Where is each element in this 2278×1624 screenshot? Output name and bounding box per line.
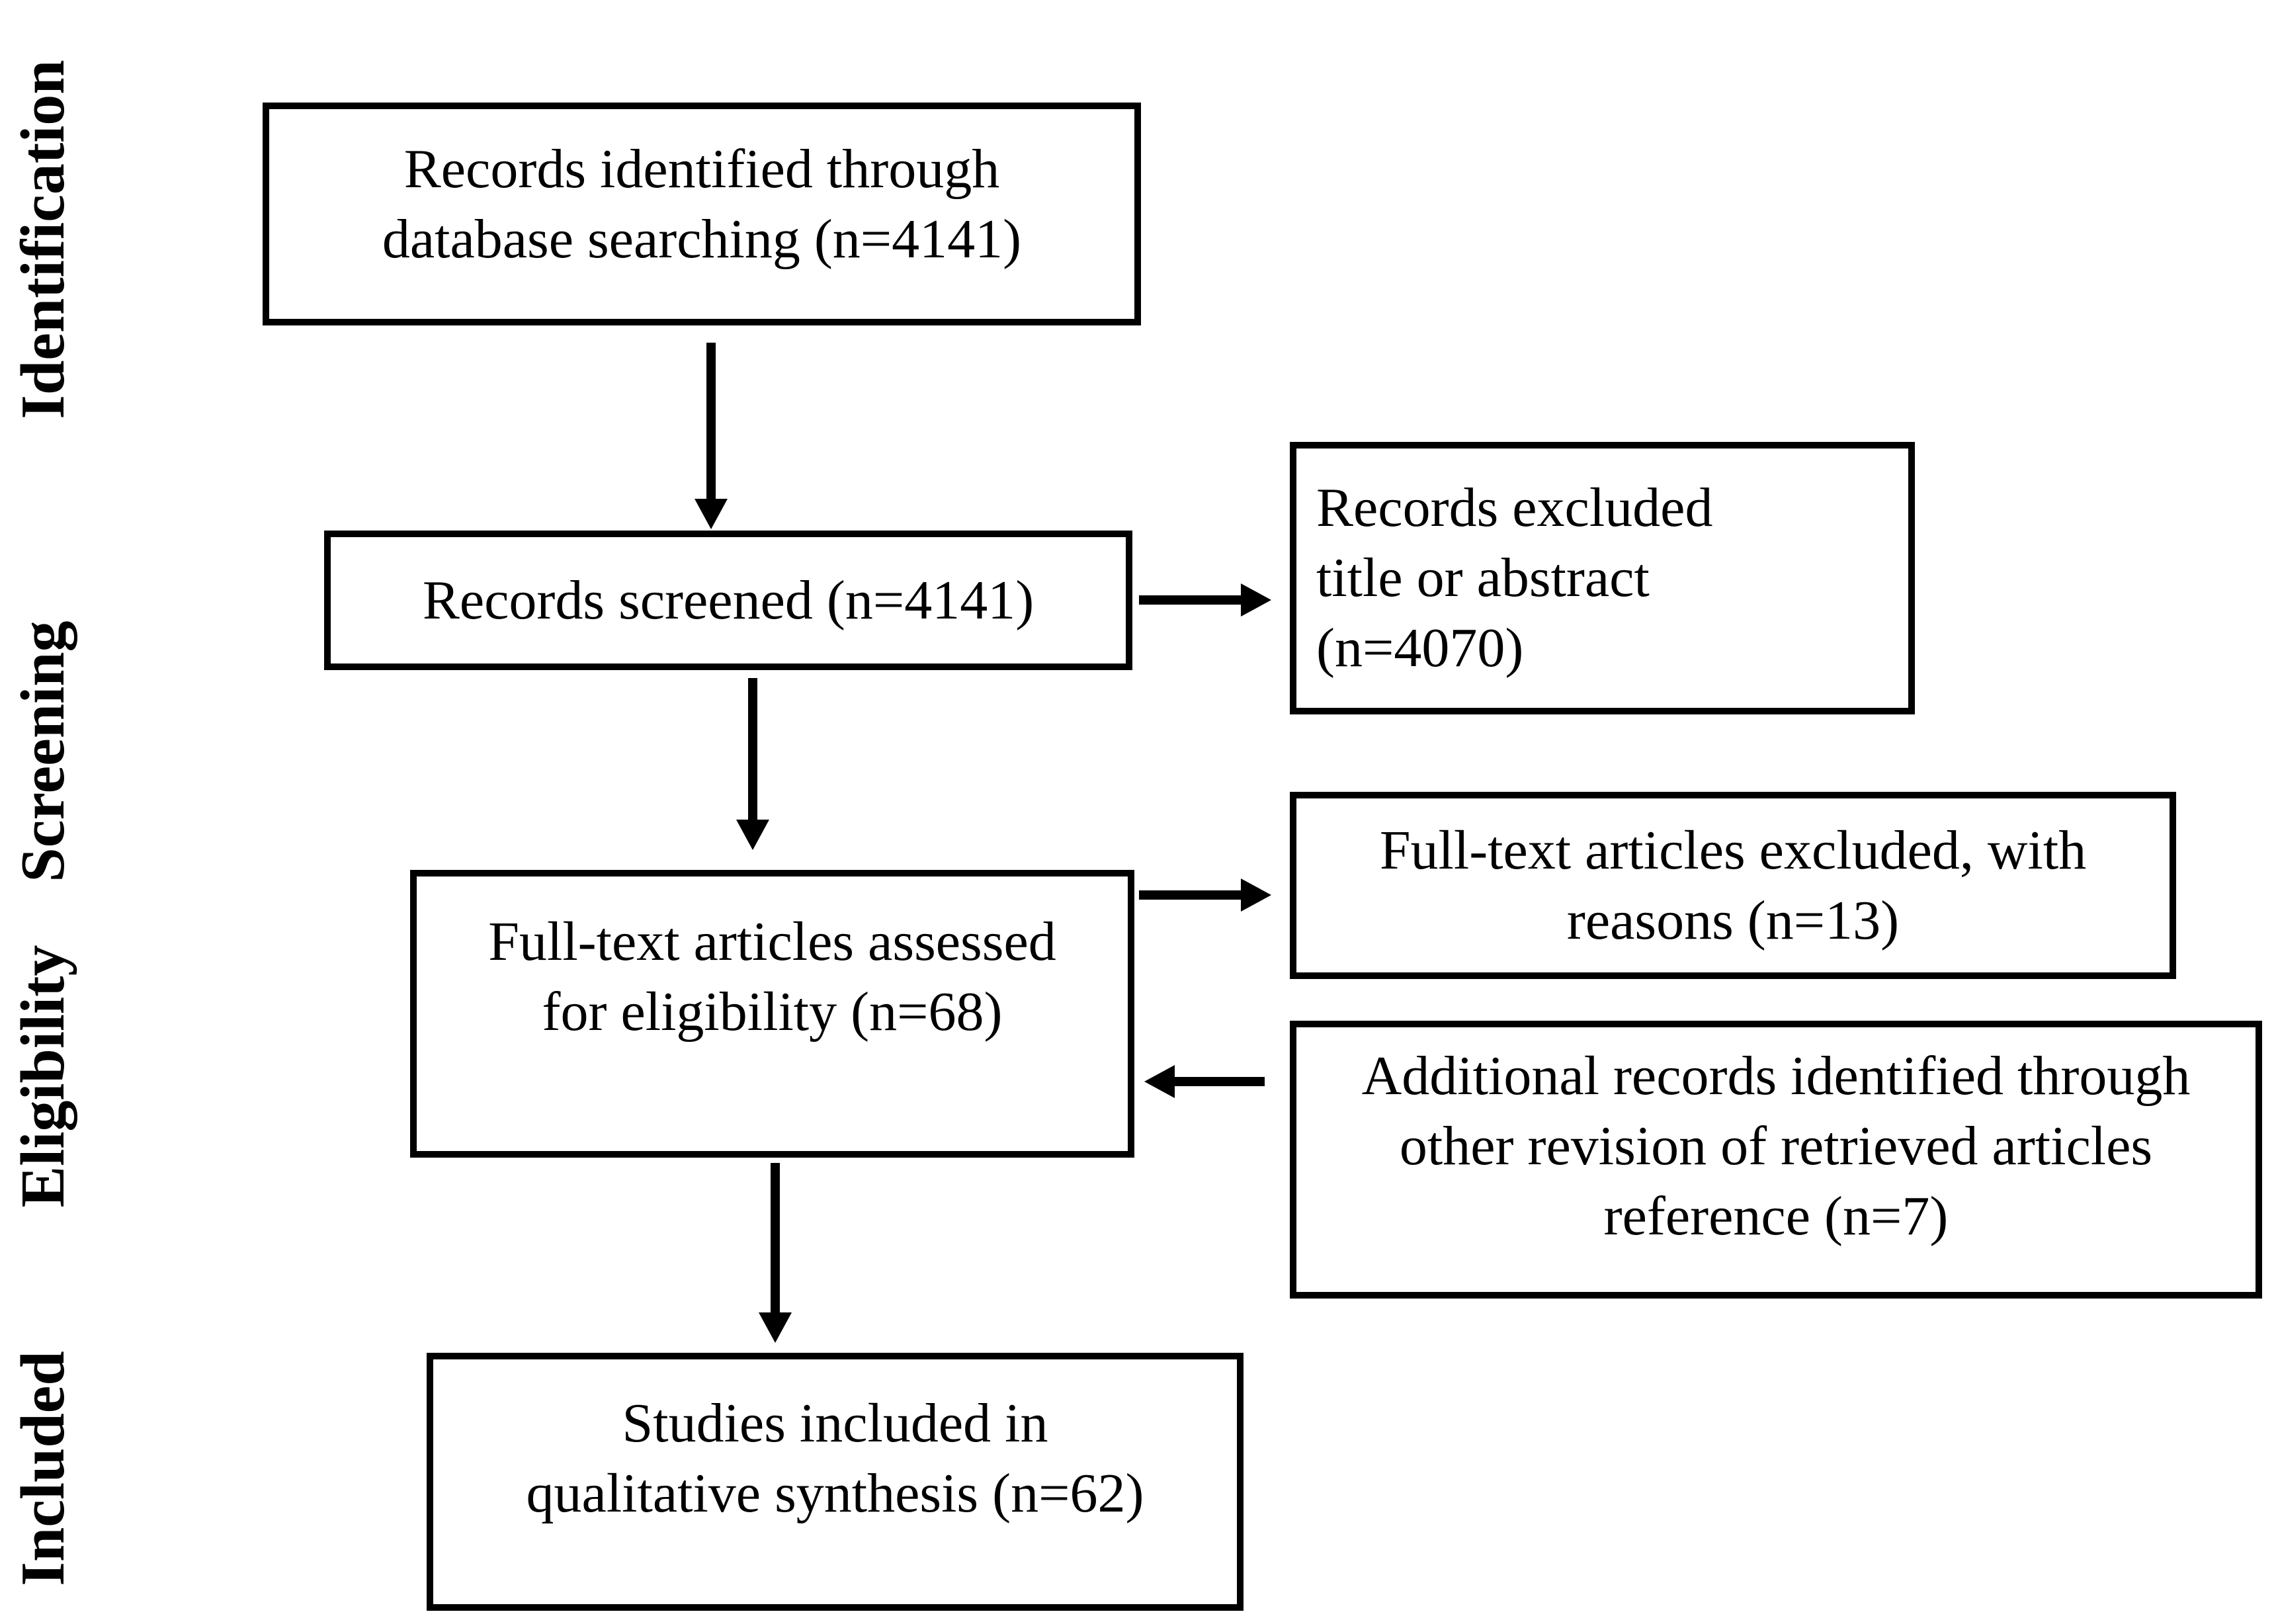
arrow-fulltext-to-excluded-head [1241,878,1271,912]
arrow-additional-to-fulltext-shaft [1172,1077,1265,1086]
stage-label-eligibility: Eligibility [9,945,77,1208]
arrow-screened-to-excluded-head [1241,583,1271,617]
box-records-excluded: Records excluded title or abstract (n=40… [1290,442,1915,714]
arrow-fulltext-to-included-shaft [771,1163,780,1314]
box-studies-included: Studies included in qualitative synthesi… [427,1353,1244,1611]
box-additional-records: Additional records identified through ot… [1290,1021,2262,1299]
arrow-identified-to-screened-shaft [706,343,716,503]
box-additional-records-text: Additional records identified through ot… [1361,1045,2191,1247]
arrow-additional-to-fulltext-head [1144,1065,1175,1098]
arrow-fulltext-to-excluded-shaft [1139,890,1244,900]
stage-label-identification: Identification [9,60,77,419]
box-fulltext-excluded-text: Full-text articles excluded, with reason… [1379,819,2087,951]
stage-label-included: Included [9,1351,77,1586]
box-records-screened-text: Records screened (n=4141) [422,569,1034,631]
arrow-screened-to-excluded-shaft [1139,595,1244,605]
box-studies-included-text: Studies included in qualitative synthesi… [526,1392,1144,1524]
box-records-identified: Records identified through database sear… [263,103,1141,325]
arrow-identified-to-screened-head [695,499,728,529]
arrow-screened-to-fulltext-head [736,820,769,850]
box-fulltext-excluded: Full-text articles excluded, with reason… [1290,792,2176,979]
stage-label-screening: Screening [9,620,77,882]
box-fulltext-assessed-text: Full-text articles assessed for eligibil… [488,911,1056,1043]
box-records-identified-text: Records identified through database sear… [382,138,1022,270]
box-records-screened: Records screened (n=4141) [324,531,1132,670]
box-fulltext-assessed: Full-text articles assessed for eligibil… [410,870,1134,1158]
box-records-excluded-text: Records excluded title or abstract (n=40… [1316,477,1713,679]
arrow-screened-to-fulltext-shaft [748,678,757,822]
arrow-fulltext-to-included-head [759,1312,792,1343]
